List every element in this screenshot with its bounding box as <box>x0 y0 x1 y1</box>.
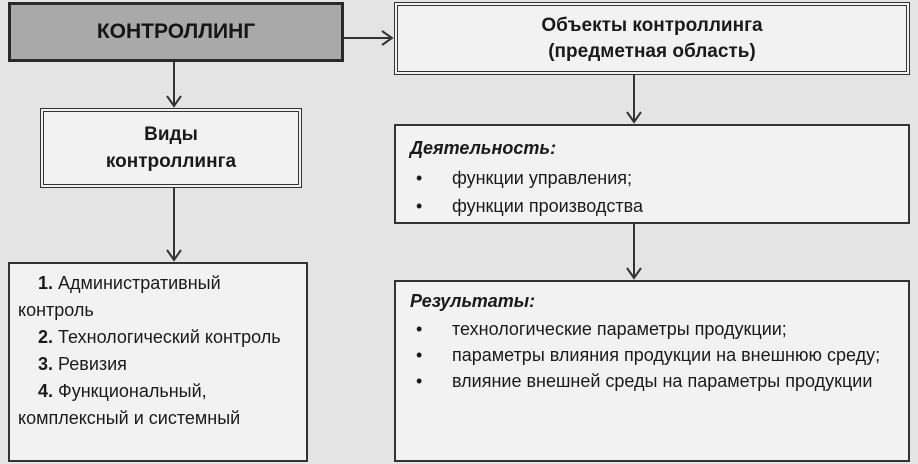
results-box: Результаты: технологические параметры пр… <box>394 280 910 462</box>
list-item: 3. Ревизия <box>18 351 300 378</box>
list-item: функции производства <box>410 192 898 220</box>
list-item-number: 4. <box>38 381 54 401</box>
activity-box: Деятельность: функции управления; функци… <box>394 124 910 224</box>
list-item: влияние внешней среды на параметры проду… <box>410 368 898 394</box>
list-item-number: 2. <box>38 327 54 347</box>
list-item: технологические параметры продукции; <box>410 316 898 342</box>
types-box: Виды контроллинга <box>40 108 302 188</box>
list-item: 4. Функциональный, комплексный и системн… <box>18 378 300 432</box>
list-item-number: 3. <box>38 354 54 374</box>
activity-list: функции управления; функции производства <box>410 164 898 220</box>
arrowhead-main-to-objects <box>381 30 394 46</box>
controlling-title: КОНТРОЛЛИНГ <box>96 20 256 43</box>
results-list: технологические параметры продукции; пар… <box>410 316 898 394</box>
objects-title-line2: (предметная область) <box>548 40 756 62</box>
arrowhead-activity-to-results <box>626 267 642 280</box>
controlling-box: КОНТРОЛЛИНГ <box>8 2 344 62</box>
list-item-text: Технологический контроль <box>58 327 281 347</box>
arrowhead-types-to-list <box>166 249 182 262</box>
activity-title: Деятельность: <box>410 138 557 158</box>
list-item-number: 1. <box>38 273 54 293</box>
types-title-line2: контроллинга <box>105 151 237 172</box>
list-item: 1. Административный контроль <box>18 270 300 324</box>
objects-box: Объекты контроллинга (предметная область… <box>394 2 910 75</box>
types-title-line1: Виды <box>144 124 198 145</box>
list-item: функции управления; <box>410 164 898 192</box>
list-item: 2. Технологический контроль <box>18 324 300 351</box>
types-list-box: 1. Административный контроль 2. Технолог… <box>8 262 308 462</box>
objects-title-line1: Объекты контроллинга <box>541 14 763 36</box>
arrowhead-main-to-types <box>166 95 182 108</box>
list-item: параметры влияния продукции на внешнюю с… <box>410 342 898 368</box>
results-title: Результаты: <box>410 291 536 311</box>
list-item-text: Функциональный, комплексный и системный <box>18 381 241 428</box>
arrowhead-objects-to-activity <box>626 111 642 124</box>
list-item-text: Ревизия <box>58 354 127 374</box>
list-item-text: Административный контроль <box>18 273 221 320</box>
